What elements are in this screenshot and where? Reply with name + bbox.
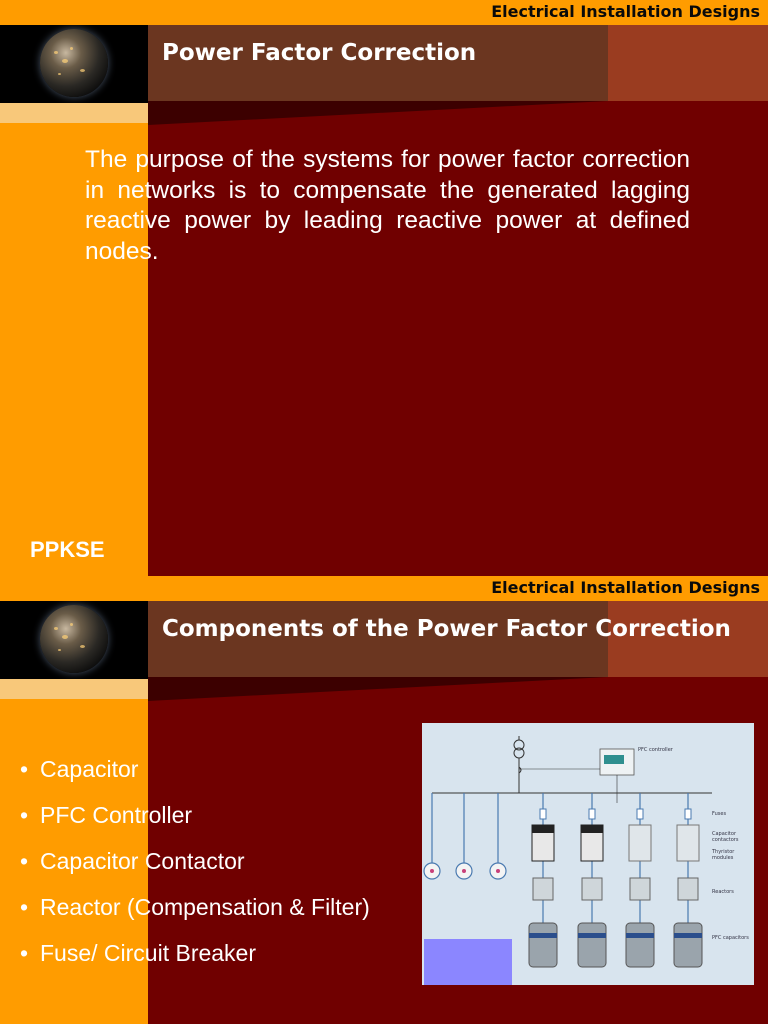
top-strip: Electrical Installation Designs xyxy=(0,0,768,25)
pfc-schematic xyxy=(423,736,712,968)
footer-label: PPKSE xyxy=(30,537,105,562)
globe-image xyxy=(0,601,148,679)
header-shadow xyxy=(148,101,608,125)
top-strip: Electrical Installation Designs xyxy=(0,576,768,601)
list-item: •PFC Controller xyxy=(20,802,193,828)
slide-title: Power Factor Correction xyxy=(162,40,477,66)
slide-2: Electrical Installation Designs Componen… xyxy=(0,576,768,1024)
globe-icon xyxy=(40,29,108,97)
list-item: •Reactor (Compensation & Filter) xyxy=(20,894,370,920)
slide-title: Components of the Power Factor Correctio… xyxy=(162,616,731,642)
list-item: •Capacitor xyxy=(20,756,139,782)
slide-1: Electrical Installation Designs Power Fa… xyxy=(0,0,768,576)
header-right-block xyxy=(608,601,768,677)
body-paragraph: The purpose of the systems for power fac… xyxy=(85,146,690,265)
blue-block xyxy=(424,939,512,985)
globe-image xyxy=(0,25,148,103)
diagram-label-reactors: Reactors xyxy=(712,889,734,895)
header-stripe xyxy=(0,679,148,699)
header-stripe xyxy=(0,103,148,123)
controller-label: PFC controller xyxy=(638,747,673,753)
diagram-label-contactors: Capacitor contactors xyxy=(712,831,739,843)
diagram-label-fuses: Fuses xyxy=(712,811,727,817)
header-right-block xyxy=(608,25,768,101)
brand-label: Electrical Installation Designs xyxy=(491,2,760,21)
pfc-system-diagram: PFC controller Fuses Capacitor contactor… xyxy=(422,723,754,985)
diagram-label-capacitors: PFC capacitors xyxy=(712,935,749,941)
brand-label: Electrical Installation Designs xyxy=(491,578,760,597)
list-item: •Fuse/ Circuit Breaker xyxy=(20,940,257,966)
list-item: •Capacitor Contactor xyxy=(20,848,245,874)
diagram-label-thyristor: Thyristor modules xyxy=(712,849,735,861)
header-shadow xyxy=(148,677,608,701)
globe-icon xyxy=(40,605,108,673)
component-list: •Capacitor •PFC Controller •Capacitor Co… xyxy=(20,746,370,976)
